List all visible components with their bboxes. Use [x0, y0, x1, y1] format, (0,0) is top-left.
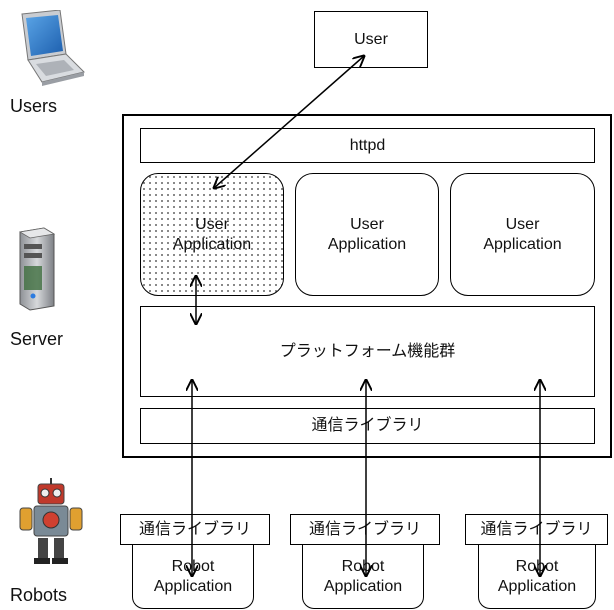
server-label: Server [10, 329, 64, 349]
server-comm-lib-box: 通信ライブラリ [140, 408, 595, 444]
robot-1-comm-lib-label: 通信ライブラリ [138, 520, 251, 538]
platform-box: プラットフォーム機能群 [140, 306, 595, 397]
server-tower-icon [18, 227, 56, 311]
robot-2-comm-lib-label: 通信ライブラリ [308, 520, 421, 538]
user-box-label: User [354, 30, 388, 48]
robot-1-comm-lib: 通信ライブラリ [120, 514, 270, 545]
laptop-icon [21, 10, 85, 86]
users-label: Users [10, 96, 58, 116]
robot-3-comm-lib-label: 通信ライブラリ [480, 520, 593, 538]
robots-label: Robots [10, 585, 68, 605]
httpd-box: httpd [140, 128, 595, 163]
server-comm-lib-label: 通信ライブラリ [311, 417, 424, 434]
robot-3-comm-lib: 通信ライブラリ [465, 514, 608, 545]
httpd-label: httpd [349, 136, 386, 154]
user-box: User [314, 11, 428, 68]
robot-2-comm-lib: 通信ライブラリ [290, 514, 440, 545]
robot-icon [19, 478, 83, 564]
platform-label: プラットフォーム機能群 [279, 342, 456, 360]
